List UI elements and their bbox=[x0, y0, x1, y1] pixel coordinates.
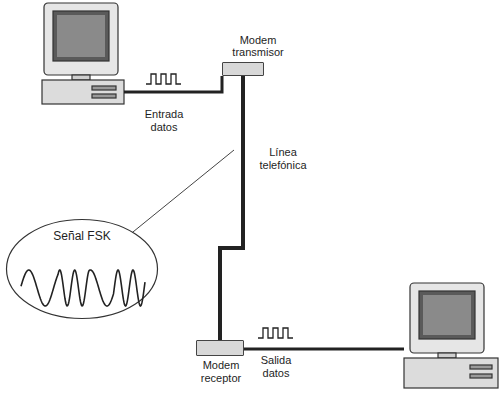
data-cable bbox=[244, 348, 404, 351]
screen-glare bbox=[423, 295, 471, 335]
monitor-stand bbox=[438, 353, 456, 358]
callout-title: Señal FSK bbox=[5, 218, 159, 244]
drive-slot bbox=[470, 374, 492, 378]
computer-icon bbox=[404, 283, 498, 388]
monitor-screen bbox=[419, 291, 475, 339]
modem-box: Modem transmisor bbox=[222, 62, 264, 76]
signal-label: Salida datos bbox=[248, 354, 304, 379]
drive-slot bbox=[92, 94, 116, 98]
monitor-screen bbox=[53, 11, 109, 61]
drive-slot bbox=[470, 365, 492, 369]
callout-ellipse: Señal FSK bbox=[5, 218, 159, 320]
fsk-waveform bbox=[21, 270, 145, 306]
pulse-symbol bbox=[146, 74, 181, 84]
screen-glare bbox=[57, 15, 105, 57]
computer-case bbox=[404, 358, 498, 388]
monitor-case bbox=[44, 3, 118, 75]
monitor-stand bbox=[72, 75, 90, 80]
telephone-line bbox=[220, 76, 243, 340]
pulse-symbol bbox=[258, 328, 293, 338]
signal-label: Entrada datos bbox=[136, 108, 192, 133]
drive-slot bbox=[92, 86, 116, 90]
monitor-case bbox=[410, 283, 484, 353]
modem-label: Modem receptor bbox=[191, 359, 251, 384]
computer-case bbox=[42, 80, 124, 104]
modem-box: Modem receptor bbox=[196, 340, 244, 356]
leader-line bbox=[128, 150, 234, 236]
line-label: Línea telefónica bbox=[250, 146, 316, 171]
computer-icon bbox=[42, 3, 124, 104]
modem-label: Modem transmisor bbox=[225, 34, 291, 59]
data-cable bbox=[124, 76, 222, 92]
